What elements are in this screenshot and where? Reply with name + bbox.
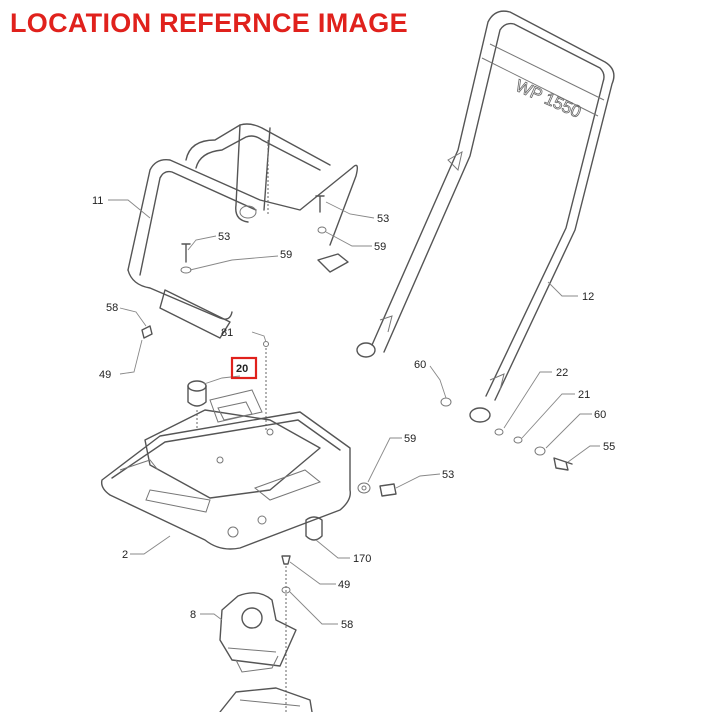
mount-part-20 xyxy=(187,380,207,428)
callout-21: 21 xyxy=(578,389,590,401)
callout-81: 81 xyxy=(221,327,233,339)
bracket-part-8 xyxy=(219,592,297,673)
highlight-box-20 xyxy=(230,356,258,380)
callout-59-lower: 59 xyxy=(404,433,416,445)
frame-part-11 xyxy=(127,123,359,339)
callout-49-lower: 49 xyxy=(338,579,350,591)
callout-49-upper: 49 xyxy=(99,369,111,381)
lower-bolt xyxy=(281,555,291,712)
callout-2: 2 xyxy=(122,549,128,561)
bottom-plate-fragment xyxy=(219,687,313,712)
callout-20-highlighted: 20 xyxy=(236,363,248,375)
callout-58-lower: 58 xyxy=(341,619,353,631)
callout-8: 8 xyxy=(190,609,196,621)
bolt-part-81 xyxy=(263,341,269,430)
callout-53-upper-left: 53 xyxy=(218,231,230,243)
callout-11: 11 xyxy=(92,195,103,207)
callout-58-upper: 58 xyxy=(106,302,118,314)
page-title: LOCATION REFERNCE IMAGE xyxy=(10,8,408,38)
handle-part-12: WP 1550 xyxy=(356,10,615,423)
callout-59-upper-right: 59 xyxy=(374,241,386,253)
handle-hardware-chain xyxy=(440,397,573,471)
callout-22: 22 xyxy=(556,367,568,379)
callout-59-upper-left: 59 xyxy=(280,249,292,261)
callout-53-upper-right: 53 xyxy=(377,213,389,225)
callout-55: 55 xyxy=(603,441,615,453)
callout-170: 170 xyxy=(353,553,371,565)
handle-model-text: WP 1550 xyxy=(513,76,584,122)
callout-labels: 11 53 53 59 59 58 49 81 20 12 60 22 21 6… xyxy=(92,195,615,631)
callout-12: 12 xyxy=(582,291,594,303)
callout-60-left: 60 xyxy=(414,359,426,371)
base-hardware xyxy=(305,482,397,541)
callout-60-right: 60 xyxy=(594,409,606,421)
callout-53-lower: 53 xyxy=(442,469,454,481)
leader-lines xyxy=(108,199,600,625)
base-plate-part-2 xyxy=(100,389,351,550)
